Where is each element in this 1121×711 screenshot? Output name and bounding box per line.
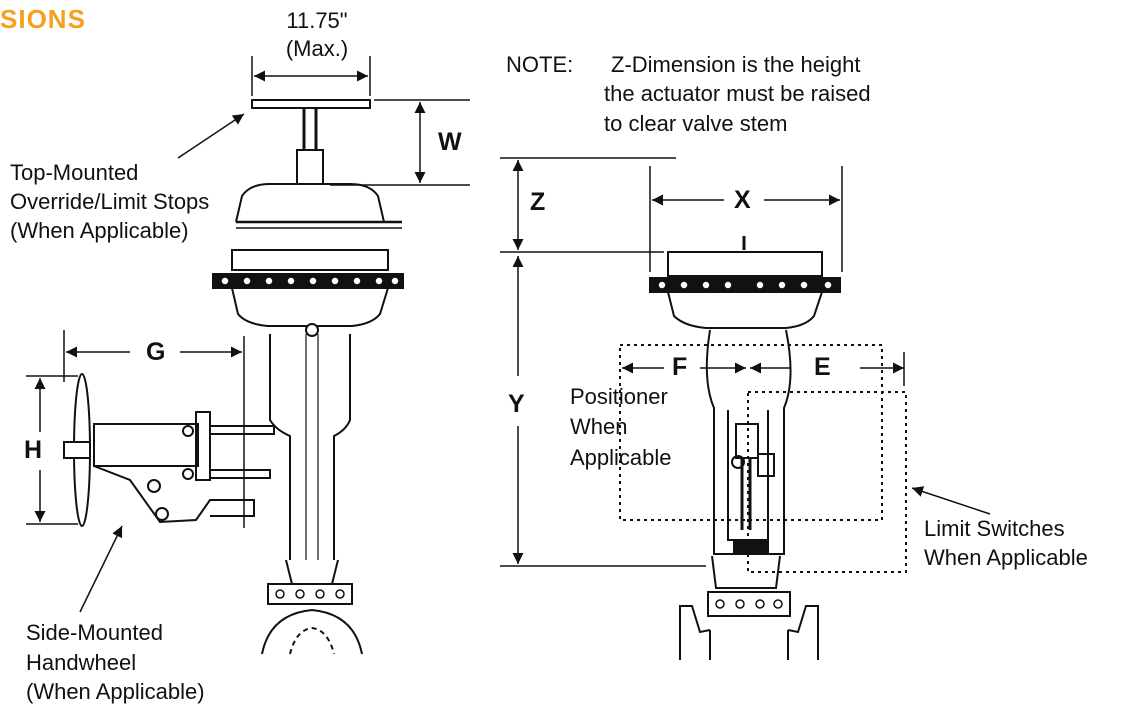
- actuator-diaphragm-case-right: [667, 251, 823, 277]
- actuator-lower-case: [231, 287, 389, 327]
- dim-e-label: E: [814, 353, 831, 381]
- top-mounted-callout-3: (When Applicable): [10, 218, 189, 243]
- dim-z-label: Z: [530, 188, 546, 216]
- dimension-lines: [26, 56, 991, 613]
- handwheel-housing: [93, 423, 199, 467]
- note-prefix: NOTE:: [506, 52, 574, 77]
- valve-bonnet-right: [707, 591, 791, 617]
- top-width-value: 11.75": [286, 8, 348, 33]
- positioner-envelope: [619, 344, 883, 521]
- valve-bonnet: [267, 583, 353, 605]
- note-line-3: to clear valve stem: [604, 111, 788, 136]
- right-valve-assembly: [619, 236, 907, 660]
- left-valve-assembly: [63, 99, 404, 655]
- dim-x-label: X: [734, 186, 751, 214]
- top-mounted-callout-1: Top-Mounted: [10, 160, 139, 185]
- handwheel-bracket: [93, 465, 255, 524]
- dim-h-label: H: [24, 436, 43, 464]
- dim-g-label: G: [146, 338, 166, 366]
- section-title: SIONS: [0, 4, 86, 34]
- valve-body: [261, 608, 363, 655]
- side-mounted-callout-3: (When Applicable): [26, 679, 205, 704]
- actuator-upper-case: [235, 183, 385, 223]
- limit-switch-envelope: [747, 391, 907, 573]
- top-mounted-callout-2: Override/Limit Stops: [10, 189, 210, 214]
- positioner-callout-3: Applicable: [570, 445, 672, 470]
- actuator-flange-right: [649, 277, 841, 293]
- note-line-1: Z-Dimension is the height: [611, 52, 861, 77]
- top-mounted-leader: [177, 113, 245, 159]
- override-handle: [251, 99, 371, 109]
- override-stem-nut: [296, 149, 324, 185]
- positioner-callout-2: When: [570, 414, 628, 439]
- dim-f-label: F: [672, 353, 688, 381]
- limit-switch-callout-2: When Applicable: [924, 545, 1088, 570]
- top-width-note: (Max.): [285, 36, 349, 61]
- limit-switch-leader: [911, 486, 991, 515]
- side-mounted-leader: [79, 525, 123, 613]
- positioner-callout-1: Positioner: [570, 384, 668, 409]
- limit-switch-callout-1: Limit Switches: [924, 516, 1065, 541]
- dim-w-label: W: [438, 128, 462, 156]
- yoke: [269, 334, 291, 560]
- actuator-diaphragm-case: [231, 249, 389, 271]
- side-mounted-callout-1: Side-Mounted: [26, 620, 163, 645]
- side-mounted-callout-2: Handwheel: [26, 650, 137, 675]
- note-line-2: the actuator must be raised: [604, 81, 871, 106]
- dim-y-label: Y: [508, 390, 525, 418]
